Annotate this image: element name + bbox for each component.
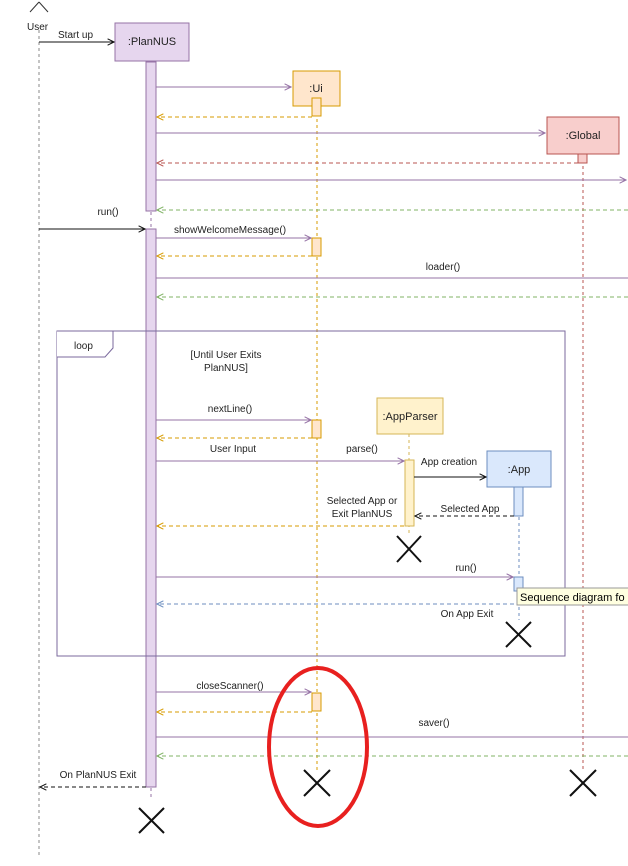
app-participant-label: :App	[508, 464, 531, 476]
selected-app-label: Selected App	[441, 504, 500, 515]
selected-or-exit-label-line-2: Exit PlanNUS	[332, 509, 393, 520]
global-activation	[577, 153, 588, 164]
saver-label: saver()	[418, 718, 449, 729]
app-participant: :App	[486, 450, 552, 488]
plannus-activation-run	[145, 228, 157, 788]
next-line-label: nextLine()	[208, 404, 252, 415]
ui-activation-2	[311, 237, 322, 257]
plannus-activation-init	[145, 61, 157, 212]
highlight-ellipse	[267, 666, 369, 828]
loop-guard-line-1: [Until User Exits	[190, 350, 261, 361]
user-actor-label: User	[27, 22, 49, 33]
global-participant: :Global	[546, 116, 620, 155]
parse-label: parse()	[346, 444, 378, 455]
appparser-participant: :AppParser	[376, 397, 444, 435]
run-main-label: run()	[97, 207, 118, 218]
close-scanner-label: closeScanner()	[196, 681, 263, 692]
plannus-destroy-icon	[138, 807, 165, 834]
plannus-participant: :PlanNUS	[114, 22, 190, 62]
app-activation-1	[513, 486, 524, 517]
selected-or-exit-label-line-1: Selected App or	[327, 496, 398, 507]
loader-label: loader()	[426, 262, 460, 273]
ui-destroy-icon	[303, 769, 331, 797]
app-creation-label: App creation	[421, 457, 477, 468]
on-app-exit-label: On App Exit	[441, 609, 494, 620]
appparser-destroy-icon	[396, 535, 422, 563]
plannus-participant-label: :PlanNUS	[128, 36, 176, 48]
global-destroy-icon	[569, 769, 597, 797]
appparser-activation	[404, 459, 415, 527]
ui-activation-1	[311, 97, 322, 117]
app-destroy-icon	[505, 621, 532, 648]
loop-fragment	[56, 330, 566, 657]
user-input-label: User Input	[210, 444, 256, 455]
loop-operator-label: loop	[74, 341, 93, 352]
on-plannus-exit-label: On PlanNUS Exit	[60, 770, 137, 781]
run-app-label: run()	[455, 563, 476, 574]
global-participant-label: :Global	[566, 130, 601, 142]
start-up-label: Start up	[58, 30, 93, 41]
show-welcome-label: showWelcomeMessage()	[174, 225, 286, 236]
appparser-participant-label: :AppParser	[382, 411, 437, 423]
user-actor-icon	[29, 1, 49, 13]
loop-guard-line-2: PlanNUS]	[204, 363, 248, 374]
ui-participant-label: :Ui	[309, 83, 322, 95]
ui-activation-4	[311, 692, 322, 712]
note-text: Sequence diagram fo	[520, 592, 625, 604]
sequence-diagram-note[interactable]: Sequence diagram fo	[516, 587, 628, 606]
ui-activation-3	[311, 419, 322, 439]
